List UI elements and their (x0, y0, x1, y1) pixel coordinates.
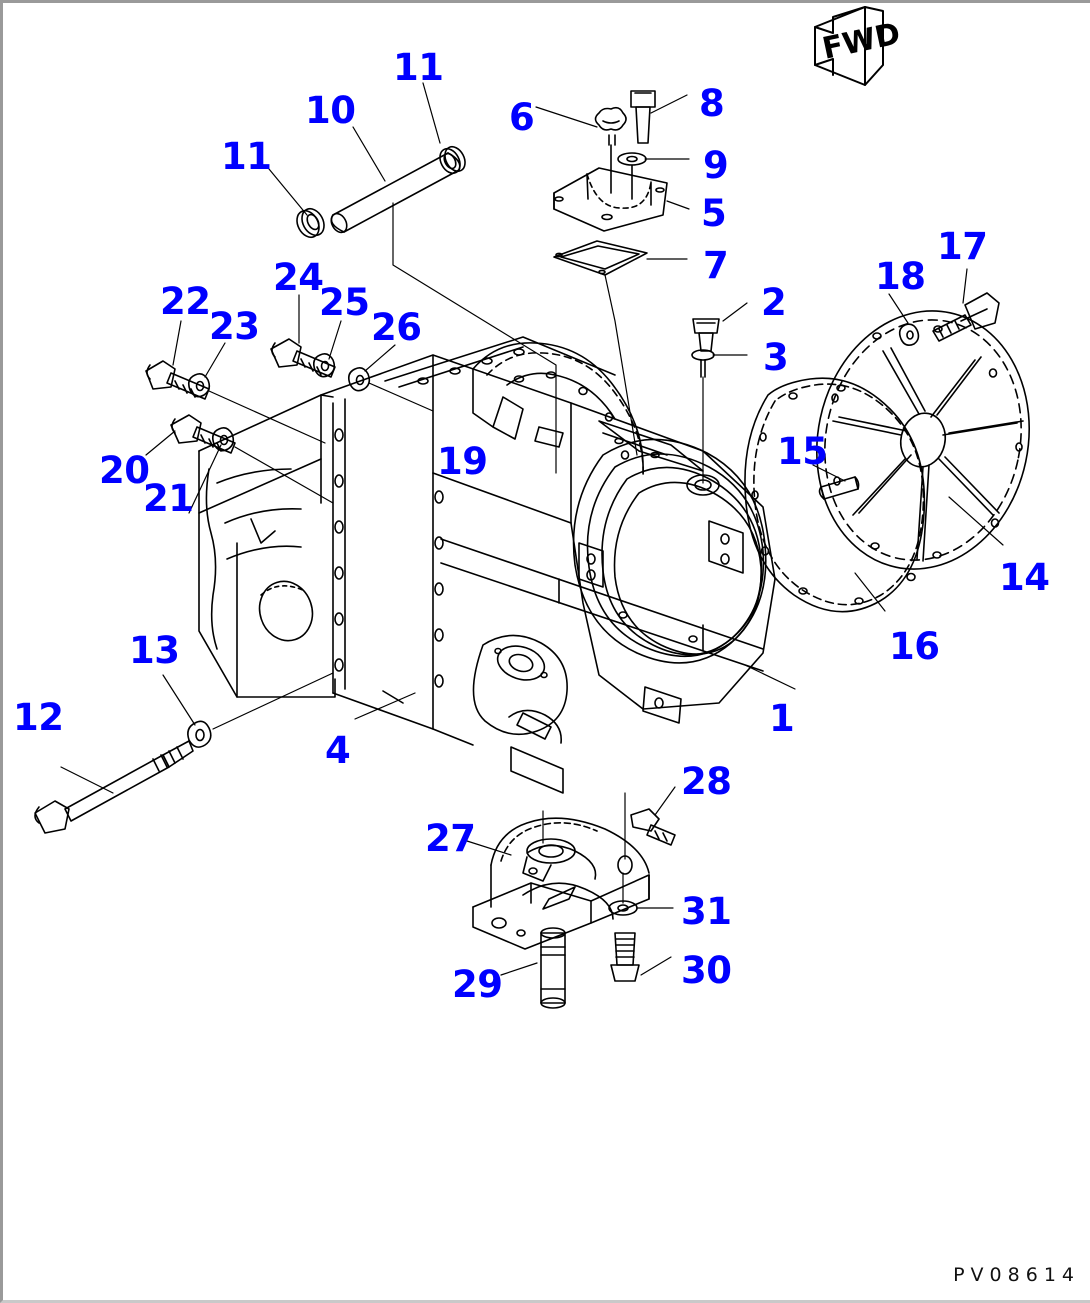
leader-25 (328, 320, 342, 360)
bolt-part-30 (610, 932, 640, 982)
callout-18: 18 (875, 255, 926, 298)
callout-21: 21 (143, 477, 194, 520)
callout-15: 15 (777, 430, 828, 473)
callout-12: 12 (13, 696, 64, 739)
callout-30: 30 (681, 949, 732, 992)
callout-13: 13 (129, 629, 180, 672)
callout-11-right: 11 (393, 46, 444, 89)
leader-4 (354, 692, 416, 720)
washer-part-13 (187, 720, 212, 748)
callout-10: 10 (305, 89, 356, 132)
leader-27 (466, 840, 512, 856)
callout-1: 1 (769, 697, 795, 740)
washer-part-26 (348, 367, 371, 392)
pin-rod-part-10 (330, 152, 461, 234)
pin-part-28 (630, 808, 676, 846)
callout-26: 26 (371, 306, 422, 349)
leader-14 (948, 496, 1004, 546)
washer-part-23 (188, 373, 211, 398)
callout-6: 6 (509, 96, 535, 139)
leader-29 (500, 962, 538, 976)
technical-drawing-canvas: FWD (34, 6, 1031, 1009)
callout-3: 3 (763, 336, 789, 379)
washer-part-21 (212, 427, 235, 452)
leader-11-right (422, 82, 441, 144)
leader-23 (204, 342, 226, 378)
callout-7: 7 (703, 244, 729, 287)
callout-27: 27 (425, 817, 476, 860)
plug-part-2 (692, 318, 720, 352)
breather-cover-part-5 (553, 167, 668, 232)
callout-24: 24 (273, 256, 324, 299)
gasket-part-7 (553, 240, 648, 276)
leader-16 (854, 572, 886, 612)
dowel-pin-part-15 (818, 476, 860, 500)
flange-bolt-holes-left (334, 428, 344, 672)
transmission-case-assembly (198, 336, 776, 794)
leader-15 (812, 464, 846, 482)
svg-text:FWD: FWD (819, 16, 903, 67)
bolt-long-part-12 (34, 740, 194, 834)
leader-17 (962, 268, 968, 304)
leader-1 (744, 664, 796, 690)
leader-23-case (208, 390, 326, 444)
leader-12 (60, 766, 114, 794)
bolt-part-17 (932, 292, 1000, 342)
leader-21 (188, 444, 222, 514)
callout-19: 19 (437, 440, 488, 483)
callout-5: 5 (701, 192, 727, 235)
callout-4: 4 (325, 729, 351, 772)
washer-part-18 (898, 323, 920, 346)
breather-part-6 (594, 106, 627, 194)
leader-2 (722, 302, 748, 322)
leader-26-case (368, 382, 434, 412)
fwd-arrow-icon (814, 6, 884, 86)
drawing-number: PV08614 (953, 1264, 1080, 1286)
callout-31: 31 (681, 890, 732, 933)
callout-20: 20 (99, 449, 150, 492)
plug-part-3 (691, 349, 715, 378)
dowel-pin-part-29 (540, 927, 566, 1009)
bolt-part-24 (270, 338, 336, 378)
leader-11-left (268, 168, 308, 216)
bolt-part-20 (170, 414, 236, 454)
bolt-part-22 (145, 360, 210, 400)
callout-11-left: 11 (221, 135, 272, 178)
leader-13 (162, 674, 196, 726)
fwd-label: FWD (819, 16, 903, 67)
bushing-part-11-left (296, 207, 325, 239)
callout-16: 16 (889, 625, 940, 668)
callout-14: 14 (999, 556, 1050, 599)
callout-9: 9 (703, 144, 729, 187)
callout-23: 23 (209, 305, 260, 348)
gasket-ring-part-16 (744, 377, 926, 613)
leader-22 (172, 320, 182, 366)
callout-25: 25 (319, 281, 370, 324)
top-flange-holes (417, 348, 525, 385)
leader-30 (640, 956, 672, 976)
callout-2: 2 (761, 281, 787, 324)
leader-26 (364, 344, 396, 372)
callout-22: 22 (160, 280, 211, 323)
callout-8: 8 (699, 82, 725, 125)
leader-10 (352, 126, 386, 182)
leader-8 (650, 94, 688, 114)
bolt-part-8 (630, 90, 656, 144)
leader-5 (666, 200, 690, 210)
leader-18 (888, 293, 909, 324)
bushing-part-11-right (439, 145, 466, 175)
callout-29: 29 (452, 963, 503, 1006)
flange-bolt-holes-right (434, 490, 444, 688)
leader-21-case (234, 446, 334, 504)
drive-plate-part-14 (815, 310, 1031, 570)
leader-6 (535, 106, 598, 128)
leader-pin-to-case (392, 202, 557, 474)
leader-28 (654, 786, 676, 816)
leader-13-case (212, 672, 334, 730)
callout-17: 17 (937, 225, 988, 268)
converter-flange-holes (513, 371, 630, 460)
callout-28: 28 (681, 760, 732, 803)
leader-20 (145, 430, 176, 456)
